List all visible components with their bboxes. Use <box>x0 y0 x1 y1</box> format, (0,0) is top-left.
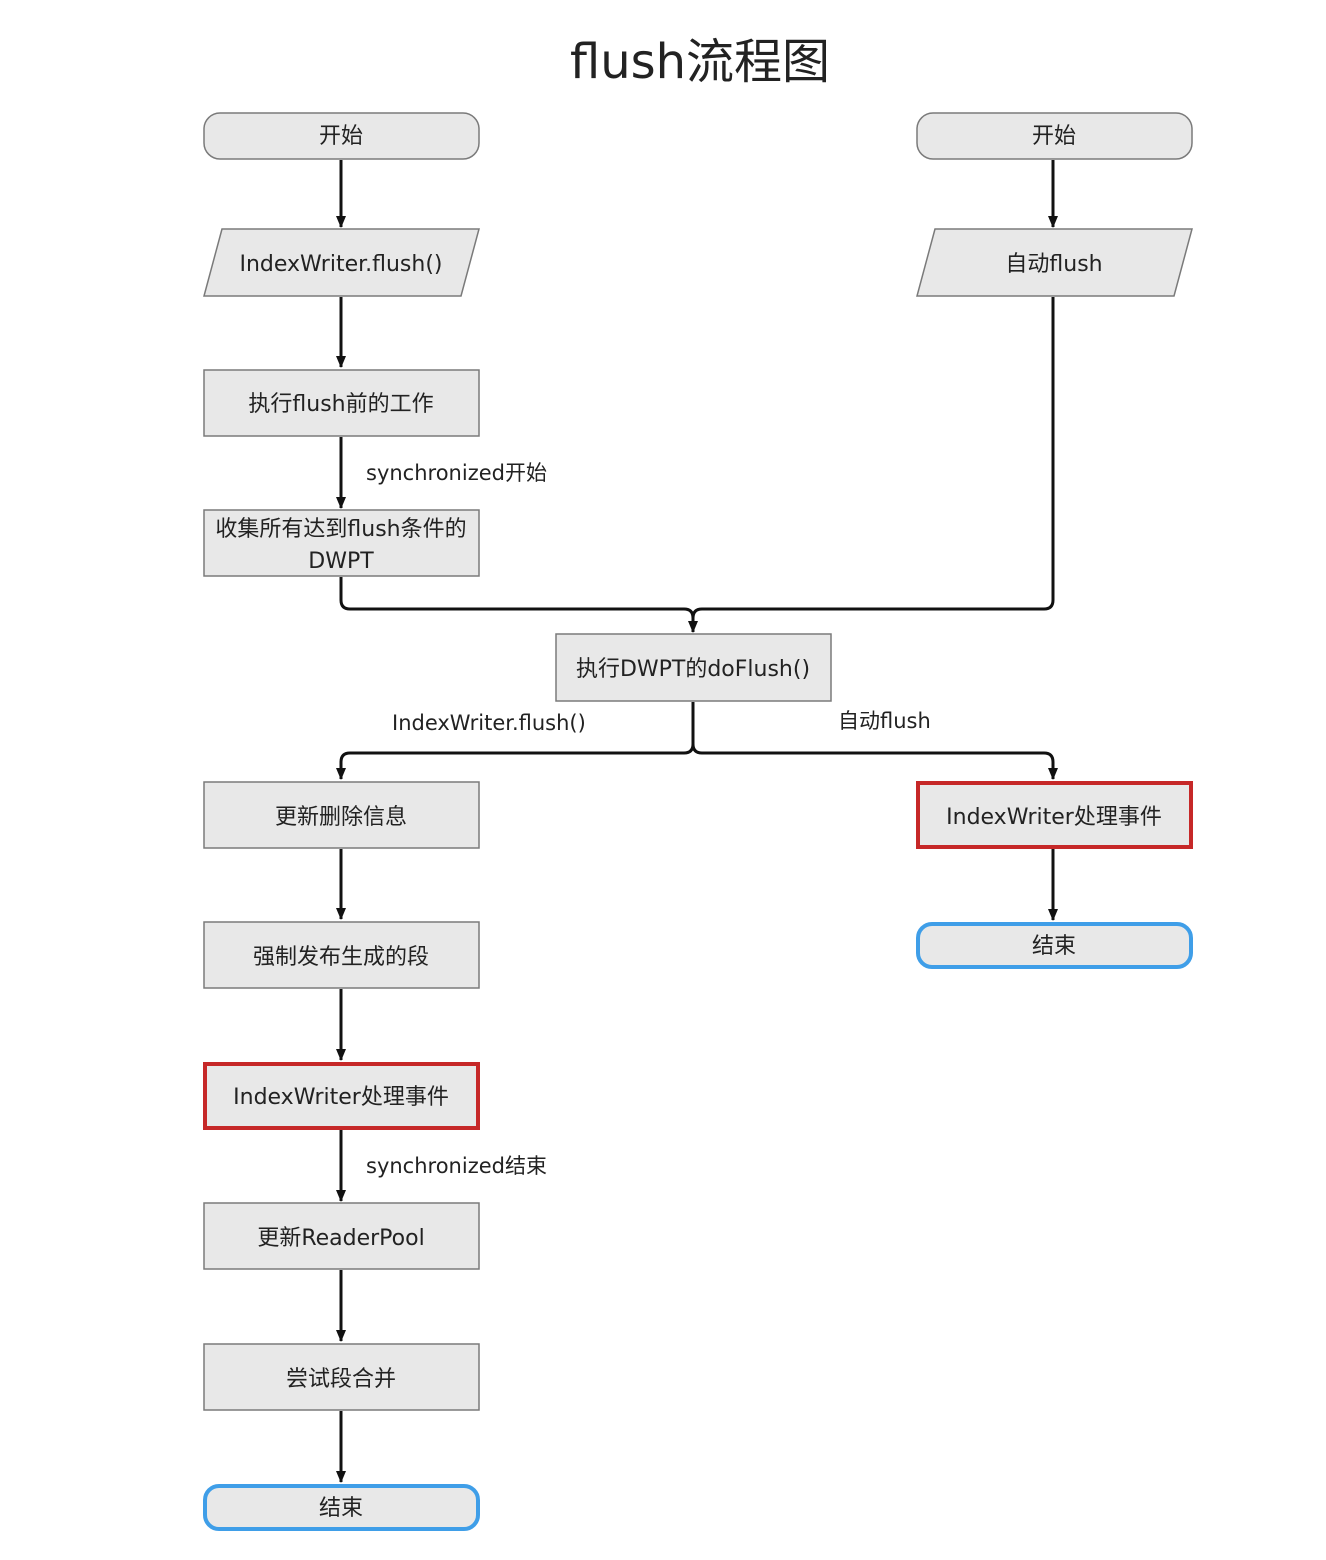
node-collect-dwpt: 收集所有达到flush条件的 DWPT <box>203 509 480 577</box>
node-flush-call: IndexWriter.flush() <box>203 228 480 297</box>
node-end-left: 结束 <box>203 1484 480 1531</box>
node-start-left: 开始 <box>203 112 480 160</box>
node-label: 自动flush <box>1005 252 1102 277</box>
node-pre-flush: 执行flush前的工作 <box>203 369 480 437</box>
edge-label-sync-end: synchronized结束 <box>366 1154 547 1178</box>
node-label: 执行flush前的工作 <box>248 392 433 417</box>
node-label: 结束 <box>319 1496 363 1521</box>
edge-label-branch-left: IndexWriter.flush() <box>392 711 586 735</box>
edge-collect-to-do-flush <box>339 577 698 633</box>
node-label-line1: 收集所有达到flush条件的 <box>215 517 466 542</box>
edge-do-flush-to-process-events-right <box>691 743 1058 780</box>
node-try-merge: 尝试段合并 <box>203 1343 480 1411</box>
node-label: IndexWriter处理事件 <box>946 805 1162 830</box>
edges <box>336 160 1058 1483</box>
node-process-events-left: IndexWriter处理事件 <box>203 1062 480 1130</box>
node-update-deletes: 更新删除信息 <box>203 781 480 849</box>
node-auto-flush: 自动flush <box>916 228 1193 297</box>
node-label: 强制发布生成的段 <box>253 945 429 970</box>
edge-label-sync-start: synchronized开始 <box>366 461 547 485</box>
node-label: 开始 <box>1032 124 1076 149</box>
node-label-line2: DWPT <box>308 549 374 574</box>
node-label: IndexWriter处理事件 <box>233 1085 449 1110</box>
node-label: 尝试段合并 <box>286 1367 396 1392</box>
node-end-right: 结束 <box>916 922 1193 969</box>
diagram-title: flush流程图 <box>569 34 831 90</box>
node-do-flush: 执行DWPT的doFlush() <box>555 633 832 702</box>
node-label: IndexWriter.flush() <box>239 252 442 277</box>
edge-label-branch-right: 自动flush <box>838 709 931 733</box>
node-label: 开始 <box>319 124 363 149</box>
node-label: 结束 <box>1032 934 1076 959</box>
node-force-publish: 强制发布生成的段 <box>203 921 480 989</box>
edge-auto-flush-to-do-flush <box>691 297 1055 619</box>
node-label: 执行DWPT的doFlush() <box>576 657 810 682</box>
node-label: 更新删除信息 <box>275 805 407 830</box>
node-update-reader-pool: 更新ReaderPool <box>203 1202 480 1270</box>
node-start-right: 开始 <box>916 112 1193 160</box>
node-process-events-right: IndexWriter处理事件 <box>916 781 1193 849</box>
node-label: 更新ReaderPool <box>257 1226 424 1251</box>
